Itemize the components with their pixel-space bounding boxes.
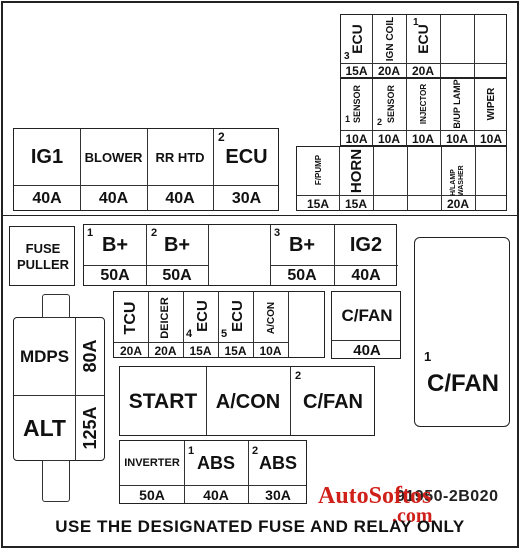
bottom-fuse-row: INVERTER 1 ABS 2 ABS 50A 40A 30A xyxy=(119,440,307,504)
fuse-bplus2-label: B+ xyxy=(163,233,191,256)
fuse-ecu1-amp: 20A xyxy=(411,64,434,78)
fuse-ig2-label: IG2 xyxy=(349,233,383,256)
fuse-bplus3-label: B+ xyxy=(288,233,316,256)
fuse-ecu3-label: ECU xyxy=(349,24,365,54)
relay-cfan-large-number: 1 xyxy=(424,349,432,364)
fuse-abs2-number: 2 xyxy=(252,445,259,457)
fuse-fpump-label: F/PUMP xyxy=(313,154,323,186)
fuse-ign-coil-amp: 20A xyxy=(377,64,400,78)
relay-cfan-large: 1 C/FAN xyxy=(414,237,510,427)
fuse-mdps-amp: 80A xyxy=(79,339,100,373)
fuse-fpump-amp: 15A xyxy=(306,196,329,211)
footer-text: USE THE DESIGNATED FUSE AND RELAY ONLY xyxy=(55,517,465,536)
fuse-bup-lamp-label: B/UP LAMP xyxy=(452,79,462,129)
fuse-bplus1-amp: 50A xyxy=(100,267,130,284)
fuse-abs1-number: 1 xyxy=(188,445,195,457)
fuse-rr-htd-label: RR HTD xyxy=(155,149,205,165)
fuse-horn-label: HORN xyxy=(347,148,365,194)
fuse-blower-label: BLOWER xyxy=(84,149,143,165)
fuse-ecu1-number: 1 xyxy=(413,17,419,28)
fuse-alt-label: ALT xyxy=(22,415,66,441)
fuse-deicer-label: DEICER xyxy=(159,297,171,339)
relay-row: START A/CON 2 C/FAN xyxy=(119,366,375,436)
fuse-wiper-amp: 10A xyxy=(479,131,502,146)
fuse-abs2-amp: 30A xyxy=(265,487,291,503)
fuse-abs1-amp: 40A xyxy=(203,487,229,503)
relay-cfan-label: C/FAN xyxy=(303,390,363,413)
fuse-rr-htd-amp: 40A xyxy=(165,189,195,207)
fuse-puller-label: FUSE PULLER xyxy=(17,241,69,272)
fuse-alt-amp: 125A xyxy=(79,406,100,450)
fuse-ig1-label: IG1 xyxy=(30,145,64,168)
fuse-blower-amp: 40A xyxy=(98,189,129,207)
fuse-deicer-amp: 20A xyxy=(154,343,177,358)
mid-fuse-row: TCU DEICER 4 ECU 5 ECU A/CON 20A 20A 15A… xyxy=(113,291,325,358)
fuse-cfan-small-label: C/FAN xyxy=(341,306,393,325)
fuse-inverter-label: INVERTER xyxy=(124,457,180,469)
watermark-logo-suffix: .com xyxy=(392,505,433,527)
relay-cfan-large-label: C/FAN xyxy=(427,370,499,397)
fuse-ecu4-label: ECU xyxy=(193,300,211,332)
fuse-bplus1-label: B+ xyxy=(101,233,129,256)
fuse-ecu2-amp: 30A xyxy=(231,189,262,207)
fuse-bplus2-amp: 50A xyxy=(162,267,192,284)
fuse-horn-amp: 15A xyxy=(344,196,367,211)
fuse-bplus3-number: 3 xyxy=(274,227,281,239)
fuse-sensor1-number: 1 xyxy=(345,114,351,124)
relay-acon-label: A/CON xyxy=(215,390,281,413)
fuse-ecu3-amp: 15A xyxy=(345,64,368,78)
fuse-bplus1-number: 1 xyxy=(87,227,94,239)
fuse-inverter-amp: 50A xyxy=(139,487,165,503)
fuse-ecu4-number: 4 xyxy=(186,328,193,340)
fuse-tcu-amp: 20A xyxy=(119,343,142,358)
fuse-ig2-amp: 40A xyxy=(351,267,381,284)
fuse-abs2-label: ABS xyxy=(258,452,297,473)
mdps-alt-fuse-block: MDPS 80A ALT 125A xyxy=(13,317,105,461)
fuse-sensor2-label: SENSOR xyxy=(386,85,396,124)
relay-cfan-number: 2 xyxy=(295,370,302,382)
fuse-ecu3-number: 3 xyxy=(344,51,350,62)
fuse-cfan-small-amp: 40A xyxy=(353,341,381,359)
main-fuse-row: IG1 BLOWER RR HTD 2 ECU 40A 40A 40A 30A xyxy=(13,128,279,211)
fuse-sensor2-number: 2 xyxy=(377,117,383,127)
fuse-cfan-small: C/FAN 40A xyxy=(331,291,401,359)
fuse-abs1-label: ABS xyxy=(196,452,235,473)
fuse-ecu4-amp: 15A xyxy=(189,343,212,358)
mdps-top-tab xyxy=(42,294,70,318)
fuse-bplus2-number: 2 xyxy=(151,227,158,239)
fuse-ecu5-label: ECU xyxy=(228,300,246,332)
fuse-sensor1-label: SENSOR xyxy=(352,85,362,124)
relay-start-label: START xyxy=(128,390,198,413)
fuse-ign-coil-label: IGN COIL xyxy=(385,16,396,62)
fuse-bplus3-amp: 50A xyxy=(287,267,317,284)
fuse-acon-label: A/CON xyxy=(265,301,277,335)
fuse-wiper-label: WIPER xyxy=(485,87,497,121)
panel-divider-line xyxy=(1,215,519,216)
fuse-sensor1-amp: 10A xyxy=(345,131,368,146)
fuse-hlamp-washer-amp: 20A xyxy=(446,196,469,211)
fuse-acon-amp: 10A xyxy=(259,343,282,358)
fuse-ecu5-amp: 15A xyxy=(224,343,247,358)
fuse-sensor2-amp: 10A xyxy=(377,131,400,146)
low-small-fuse-block: F/PUMP HORN H/LAMP WASHER 15A 15A 20A xyxy=(296,146,507,211)
fuse-hlamp-washer-label: H/LAMP WASHER xyxy=(450,165,465,196)
fuse-mdps-label: MDPS xyxy=(19,346,70,366)
fuse-ecu2-label: ECU xyxy=(225,145,268,168)
mid-small-fuse-block: 1 SENSOR 2 SENSOR INJECTOR B/UP LAMP WIP… xyxy=(340,78,507,146)
fuse-ecu5-number: 5 xyxy=(221,328,228,340)
battery-fuse-row: 1 B+ 2 B+ 3 B+ IG2 50A 50A 50A 40A xyxy=(83,224,398,286)
fuse-puller-slot: FUSE PULLER xyxy=(9,226,75,286)
fuse-injector-label: INJECTOR xyxy=(418,83,428,125)
fuse-ecu2-number: 2 xyxy=(218,130,225,144)
fuse-injector-amp: 10A xyxy=(411,131,434,146)
part-number: 91950-2B020 xyxy=(396,488,499,505)
alt-bottom-tab xyxy=(42,460,70,502)
fuse-ig1-amp: 40A xyxy=(32,189,62,207)
top-small-fuse-block: 3 ECU IGN COIL 1 ECU 15A 20A 20A xyxy=(340,14,507,78)
fuse-ecu1-label: ECU xyxy=(415,24,431,54)
watermark-logo: AutoSoftos xyxy=(318,483,432,509)
fuse-tcu-label: TCU xyxy=(122,301,139,335)
fuse-bup-lamp-amp: 10A xyxy=(445,131,468,146)
